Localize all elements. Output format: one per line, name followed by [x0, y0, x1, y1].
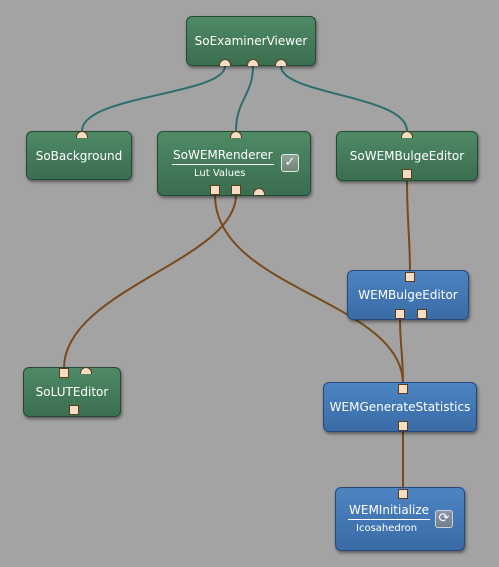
module-so-examiner-viewer[interactable]: SoExaminerViewer — [186, 16, 316, 66]
refresh-icon[interactable]: ⟳ — [435, 510, 453, 528]
renderer-output-port[interactable] — [230, 131, 242, 138]
module-so-background[interactable]: SoBackground — [26, 131, 132, 180]
module-label: SoWEMRenderer — [172, 148, 274, 165]
module-label: SoBackground — [35, 148, 123, 163]
connection-renderer-statistics[interactable] — [214, 194, 404, 385]
initialize-output-port[interactable] — [398, 489, 408, 499]
module-sublabel: Icosahedron — [356, 523, 418, 534]
module-label: SoWEMBulgeEditor — [349, 149, 465, 163]
connection-viewer-background[interactable] — [81, 65, 226, 132]
module-label: WEMBulgeEditor — [358, 288, 458, 302]
checkmark-icon[interactable]: ✓ — [281, 154, 299, 172]
sobulge-input-port[interactable] — [402, 169, 412, 179]
module-sublabel: Lut Values — [194, 167, 246, 179]
module-label: WEMGenerateStatistics — [329, 400, 471, 414]
module-label: SoLUTEditor — [35, 385, 109, 399]
background-output-port[interactable] — [76, 131, 88, 138]
module-label: WEMInitialize — [348, 503, 431, 520]
wembulge-input-port-1[interactable] — [395, 309, 405, 319]
connection-sobulge-wembulge[interactable] — [406, 178, 411, 273]
module-so-wem-renderer[interactable]: SoWEMRenderer Lut Values ✓ — [157, 131, 311, 196]
renderer-input-port-2[interactable] — [231, 185, 241, 195]
lut-output-port-2[interactable] — [80, 367, 92, 374]
lut-input-port[interactable] — [69, 405, 79, 415]
sobulge-output-port[interactable] — [401, 131, 413, 138]
connection-viewer-renderer[interactable] — [235, 65, 254, 132]
module-label: SoExaminerViewer — [194, 34, 308, 48]
statistics-output-port[interactable] — [398, 384, 408, 394]
module-so-wem-bulge-editor[interactable]: SoWEMBulgeEditor — [336, 131, 478, 181]
renderer-input-port-3[interactable] — [253, 188, 265, 195]
connection-wembulge-statistics[interactable] — [399, 317, 404, 385]
viewer-input-port-1[interactable] — [219, 59, 231, 66]
lut-output-port-1[interactable] — [59, 368, 69, 378]
wembulge-output-port[interactable] — [405, 272, 415, 282]
connection-renderer-lut-editor[interactable] — [63, 194, 237, 369]
viewer-input-port-2[interactable] — [247, 59, 259, 66]
statistics-input-port[interactable] — [398, 421, 408, 431]
wembulge-input-port-2[interactable] — [417, 309, 427, 319]
viewer-input-port-3[interactable] — [275, 59, 287, 66]
connection-viewer-bulge-editor[interactable] — [280, 65, 408, 132]
renderer-input-port-1[interactable] — [210, 185, 220, 195]
